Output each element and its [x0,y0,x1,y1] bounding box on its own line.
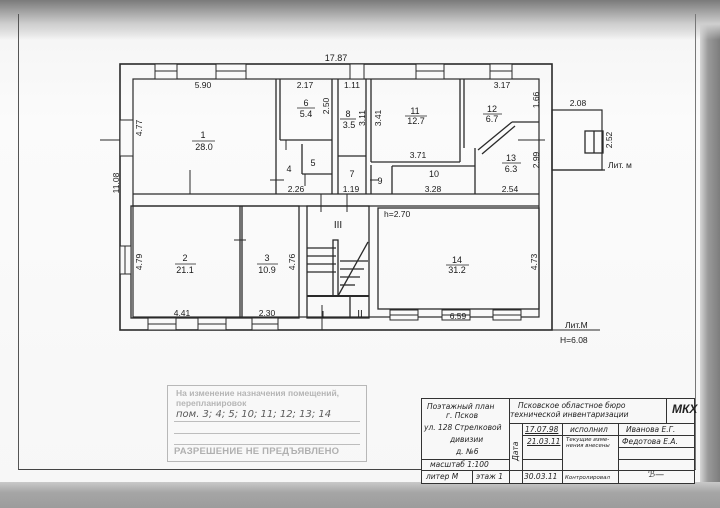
room-12-area: 6.7 [486,114,499,124]
title-block: Поэтажный план г. Псков ул. 128 Стрелков… [421,398,698,484]
inner-wall-outline [132,78,540,318]
tb-signature: ℬ— [648,470,665,480]
room-12-number: 12 [487,104,497,114]
tb-plan-title: Поэтажный план [427,402,495,411]
room-1-number: 1 [200,130,205,140]
dim-477: 4.77 [134,119,144,136]
tb-floor: этаж 1 [476,472,503,481]
tb-street: ул. 128 Стрелковой [424,423,502,432]
room-5-number: 5 [310,158,315,168]
stamp-line2: перепланировок [176,398,247,408]
tb-role3: Контролировал [565,475,610,481]
room-3-number: 3 [264,253,269,263]
tb-role2-line1: Текущие изме- [566,437,610,443]
stamp-rule [174,433,360,434]
dim-119: 1.19 [343,184,360,194]
stair-I-label: I [322,310,325,321]
stair-III-label: III [334,220,342,231]
room-11-number: 11 [410,106,419,116]
tb-liter: литер М [426,472,459,481]
room-2-area: 21.1 [176,265,194,275]
tb-person1: Иванова Е.Г. [626,425,676,434]
room-14-area: 31.2 [448,265,466,275]
stair-II-label: II [357,309,363,320]
tb-street2: дивизии [450,435,484,444]
ceiling-height: h=2.70 [384,209,411,219]
redevelopment-stamp: На изменение назначения помещений, переп… [167,385,367,462]
dim-annex-width: 2.08 [570,98,587,108]
room-4-number: 4 [286,164,291,174]
building-height: H=6.08 [560,335,588,345]
stamp-rule [174,444,360,445]
dim-overall-width: 11.08 [111,172,121,193]
dim-317: 3.17 [494,80,511,90]
dim-328: 3.28 [425,184,442,194]
scan-top-shadow [0,0,720,40]
stamp-status: РАЗРЕШЕНИЕ НЕ ПРЕДЪЯВЛЕНО [174,446,340,457]
stamp-handwritten-rooms: пом. 3; 4; 5; 10; 11; 12; 13; 14 [176,409,332,420]
room-3-area: 10.9 [258,265,276,275]
tb-city: г. Псков [446,411,479,420]
dim-111: 1.11 [344,80,360,90]
room-8-area: 3.5 [343,120,356,130]
tb-role2-line2: нения внесены [566,443,610,449]
dim-254: 2.54 [502,184,519,194]
room-2-number: 2 [182,253,187,263]
tb-org-code: МКХ [672,402,698,416]
room-9-number: 9 [377,176,382,186]
scan-bottom-edge [0,482,720,508]
dim-299: 2.99 [531,151,541,168]
dim-311: 3.11 [357,110,367,126]
tb-date2: 21.03.11 [527,437,561,446]
dim-230: 2.30 [259,308,276,318]
room-7-number: 7 [349,169,354,179]
dim-659: 6.59 [450,311,467,321]
dim-217: 2.17 [297,80,314,90]
stamp-line1: На изменение назначения помещений, [176,388,340,398]
room-1-area: 28.0 [195,142,213,152]
dim-476: 4.76 [287,253,297,270]
annex-label: Лит. м [608,160,632,170]
dim-341: 3.41 [373,109,383,126]
scan-right-edge [700,0,720,508]
outer-wall [119,63,553,331]
room-10-number: 10 [429,169,439,179]
tb-house: д. №6 [456,447,479,456]
room-11-area: 12.7 [407,116,425,126]
dim-annex-depth: 2.52 [604,131,614,148]
room-6-number: 6 [303,98,308,108]
dim-473: 4.73 [529,253,539,270]
drawing-frame [18,14,696,470]
tb-date-label: Дата [511,441,520,461]
dim-590: 5.90 [195,80,212,90]
room-13-area: 6.3 [505,164,518,174]
dim-166: 1.66 [531,91,541,108]
stamp-rule [174,421,360,422]
dim-overall-length: 17.87 [325,53,348,63]
room-14-number: 14 [452,255,462,265]
dim-226: 2.26 [288,184,305,194]
tb-org-line1: Псковское областное бюро [518,401,626,410]
tb-role1: исполнил [570,425,608,434]
room-8-number: 8 [345,109,350,119]
tb-scale: масштаб 1:100 [430,460,489,469]
dim-479: 4.79 [134,253,144,270]
room-13-number: 13 [506,153,516,163]
building-label: Лит.М [565,320,588,330]
dim-250: 2.50 [321,97,331,114]
tb-org-line2: технической инвентаризации [510,410,629,419]
dim-441: 4.41 [174,308,191,318]
tb-person2: Федотова Е.А. [622,437,678,446]
dim-371: 3.71 [410,150,427,160]
tb-date3: 30.03.11 [524,472,558,481]
room-6-area: 5.4 [300,109,313,119]
tb-date1: 17.07.98 [525,425,559,434]
